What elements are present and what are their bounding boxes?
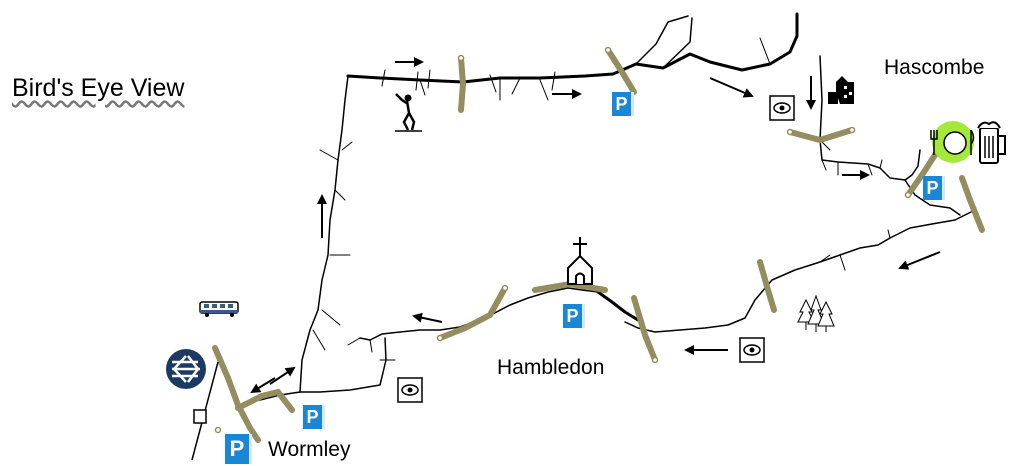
viewpoint-icon xyxy=(769,95,795,121)
parking-icon: P xyxy=(563,304,585,328)
route-west-up xyxy=(299,75,349,393)
section-hascombe xyxy=(787,127,855,144)
section-golf xyxy=(458,55,467,113)
direction-arrow-icon xyxy=(709,77,754,98)
beer-icon xyxy=(977,121,1006,164)
section-trees xyxy=(757,259,777,313)
viewpoint-icon xyxy=(397,377,423,403)
direction-arrows xyxy=(250,57,941,394)
section-pub xyxy=(905,152,938,198)
house-icon xyxy=(828,76,854,104)
section-endpoints xyxy=(214,46,912,434)
viewpoint-icon xyxy=(739,337,765,363)
place-label-hascombe: Hascombe xyxy=(884,56,985,79)
place-label-wormley: Wormley xyxy=(268,438,351,461)
parking-icon: P xyxy=(612,92,634,116)
route-north-section xyxy=(346,12,799,84)
restaurant-icon xyxy=(930,121,975,163)
golfer-icon xyxy=(395,93,422,132)
route-south-east xyxy=(624,209,976,333)
section-wormley-a xyxy=(212,345,261,443)
section-west xyxy=(437,285,508,341)
track-west-ticks xyxy=(381,69,556,93)
highlight-sections xyxy=(212,47,985,443)
section-south xyxy=(631,295,658,363)
place-label-hambledon: Hambledon xyxy=(497,356,605,379)
rail-logo-icon xyxy=(166,349,206,389)
direction-arrow-icon xyxy=(250,377,276,394)
level-crossing-icon xyxy=(193,409,207,424)
train-icon xyxy=(199,301,239,317)
map-title: Bird's Eye View xyxy=(12,74,185,102)
direction-arrow-icon xyxy=(269,366,296,385)
section-east xyxy=(959,175,985,233)
church-icon xyxy=(567,237,593,285)
direction-arrow-icon xyxy=(898,251,941,270)
route-wormley-link xyxy=(247,337,387,403)
route-north-thin xyxy=(635,15,693,69)
route-east-down xyxy=(819,55,921,181)
trees-icon xyxy=(797,294,835,332)
route-side-tracks xyxy=(312,37,891,361)
walking-route xyxy=(247,12,976,403)
parking-icon: P xyxy=(225,434,252,464)
route-hambledon xyxy=(596,290,640,322)
section-north-parking xyxy=(605,47,637,95)
parking-icon: P xyxy=(303,405,325,429)
direction-arrow-icon xyxy=(412,312,443,323)
parking-icon: P xyxy=(923,176,945,200)
section-wormley-b xyxy=(235,388,295,413)
